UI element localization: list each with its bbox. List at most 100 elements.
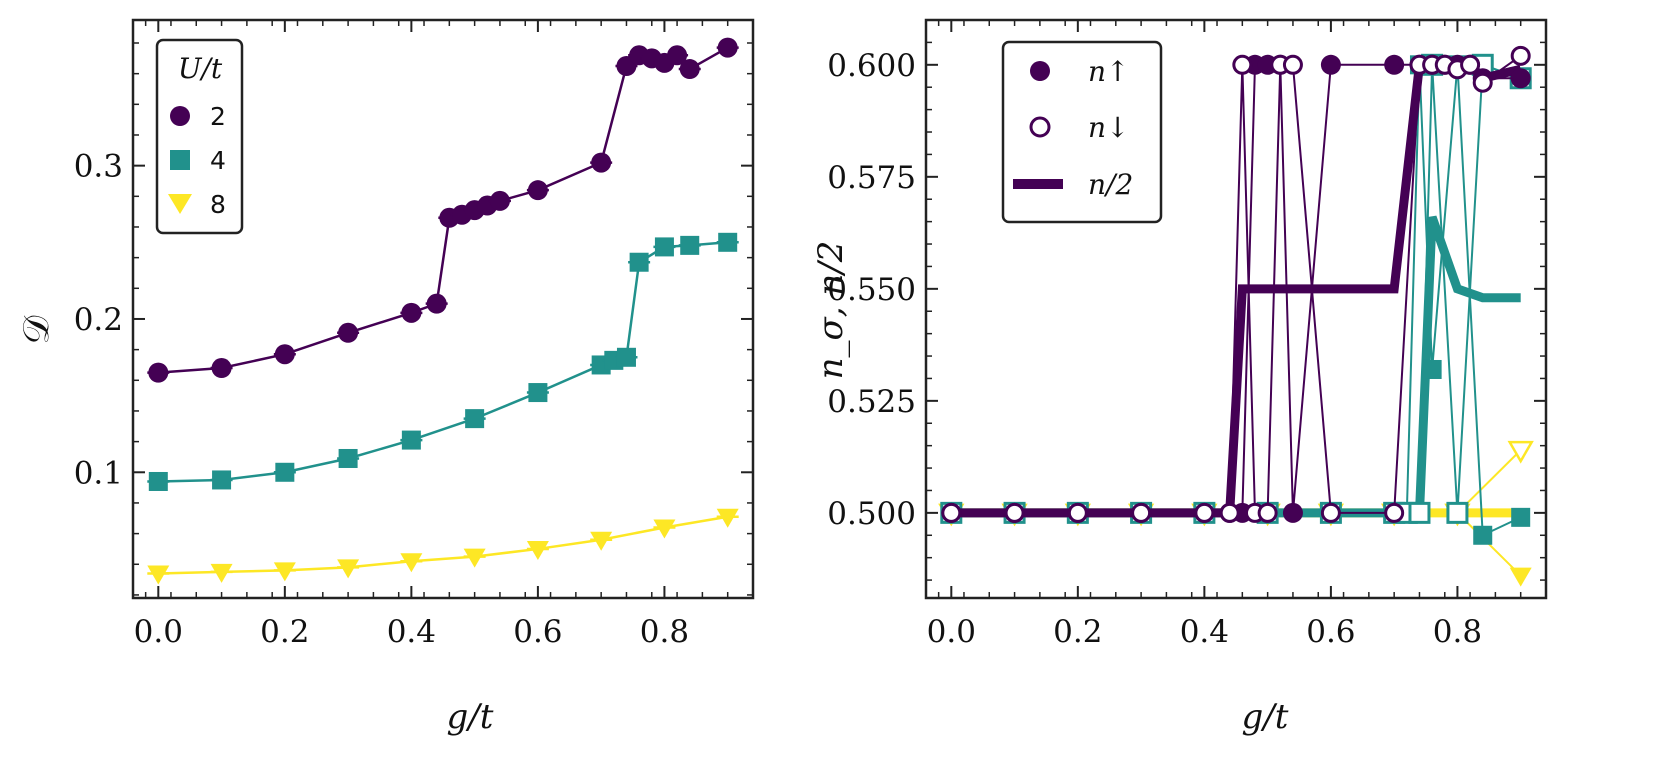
data-point-n-down-u2 (1320, 502, 1341, 523)
data-point-n-up-u4 (1422, 359, 1442, 379)
legend-marker-u2 (170, 106, 190, 126)
data-point-n-up-u8 (1509, 567, 1532, 587)
data-point-u8 (590, 531, 613, 551)
x-tick-label: 0.8 (640, 614, 689, 650)
data-point-u2 (338, 322, 359, 343)
left-y-axis-label: 𝒟 (16, 315, 57, 344)
data-point-u8 (716, 508, 739, 528)
x-tick-label: 0.2 (1053, 614, 1102, 650)
data-point-n-down-u2 (1257, 502, 1278, 523)
x-tick-label: 0.6 (513, 614, 562, 650)
right-y-axis-label: n_σ, n/2 (811, 241, 851, 380)
data-point-u8 (653, 519, 676, 539)
data-point-n-down-u4 (1408, 501, 1431, 524)
data-point-u4 (654, 237, 674, 257)
data-point-n-down-u2 (1219, 502, 1240, 523)
data-point-u4 (629, 252, 649, 272)
legend-label-n-up: n↑ (1088, 55, 1130, 88)
right-legend-frame (1001, 40, 1163, 224)
legend-marker-n-up (1030, 61, 1050, 81)
data-point-n-down-u2 (1004, 502, 1025, 523)
data-point-n-up-u4 (1511, 507, 1531, 527)
data-point-u8 (526, 540, 549, 560)
legend-label-u8: 8 (210, 190, 226, 219)
series-line-u8 (158, 515, 728, 575)
data-point-u8 (147, 565, 170, 585)
y-tick-label: 0.550 (827, 272, 916, 308)
data-point-u4 (616, 347, 636, 367)
legend-label-u2: 2 (210, 102, 226, 131)
series-line-n_up-u8 (951, 511, 1522, 577)
data-point-n-down-u8 (1507, 440, 1534, 464)
data-point-u2 (274, 344, 295, 365)
legend-label-u4: 4 (210, 146, 226, 175)
legend-marker-n-down (1029, 116, 1051, 138)
data-point-n-down-u2 (1384, 502, 1405, 523)
right-legend: n↑ n↓ n/2 (1001, 40, 1163, 224)
data-point-u4 (212, 470, 232, 490)
y-tick-label: 0.3 (74, 149, 123, 185)
data-point-n-up-u2 (1510, 68, 1531, 89)
data-point-u4 (465, 409, 485, 429)
data-point-n-down-u2 (1282, 54, 1303, 75)
data-point-n-down-u2 (941, 502, 962, 523)
data-point-u4 (718, 232, 738, 252)
y-tick-label: 0.500 (827, 496, 916, 532)
x-tick-label: 0.2 (260, 614, 309, 650)
data-point-n-up-u2 (1282, 502, 1303, 523)
plot-frame (924, 18, 1548, 600)
data-point-u4 (401, 430, 421, 450)
left-x-axis-label: g/t (447, 697, 494, 737)
data-point-n-up-u2 (1384, 54, 1405, 75)
data-point-n-down-u4 (1446, 501, 1469, 524)
series-line-u4 (158, 241, 728, 483)
legend-label-n-half: n/2 (1088, 168, 1133, 201)
data-point-n-down-u2 (1131, 502, 1152, 523)
y-tick-label: 0.2 (74, 302, 123, 338)
data-point-u2 (667, 45, 688, 66)
data-point-u2 (717, 37, 738, 58)
data-point-u2 (401, 302, 422, 323)
data-point-n-down-u2 (1460, 54, 1481, 75)
data-point-n-down-u2 (1472, 72, 1493, 93)
y-tick-label: 0.600 (827, 48, 916, 84)
data-point-u8 (463, 548, 486, 568)
y-tick-label: 0.525 (827, 384, 916, 420)
data-point-u2 (591, 152, 612, 173)
data-point-u2 (426, 293, 447, 314)
data-point-u8 (400, 553, 423, 573)
data-point-n-down-u2 (1510, 45, 1531, 66)
data-point-u8 (273, 562, 296, 582)
data-point-u4 (528, 383, 548, 403)
data-point-n-down-u2 (1067, 502, 1088, 523)
data-point-u4 (680, 235, 700, 255)
data-point-n-up-u2 (1320, 54, 1341, 75)
x-tick-label: 0.4 (387, 614, 436, 650)
y-tick-label: 0.1 (74, 455, 123, 491)
y-tick-label: 0.575 (827, 160, 916, 196)
legend-marker-u4 (170, 150, 190, 170)
x-tick-label: 0.4 (1180, 614, 1229, 650)
data-point-u4 (275, 462, 295, 482)
x-tick-label: 0.0 (134, 614, 183, 650)
data-point-u8 (337, 559, 360, 579)
plot-frame (131, 18, 755, 600)
data-point-u2 (148, 362, 169, 383)
panel-double-occupancy: 0.0 0.2 0.4 0.6 0.8 0.1 0.2 0.3 (74, 18, 755, 650)
data-point-u2 (679, 59, 700, 80)
x-tick-label: 0.8 (1433, 614, 1482, 650)
data-point-u2 (527, 180, 548, 201)
left-legend: U/t 2 4 8 (155, 38, 244, 235)
right-x-axis-label: g/t (1242, 697, 1289, 737)
data-point-n-down-u2 (1194, 502, 1215, 523)
data-point-n-down-u2 (1232, 54, 1253, 75)
data-point-u2 (489, 190, 510, 211)
data-point-u4 (338, 448, 358, 468)
left-legend-frame (155, 38, 244, 235)
legend-marker-u8 (168, 194, 192, 214)
data-point-n-up-u4 (1473, 525, 1493, 545)
x-tick-label: 0.0 (927, 614, 976, 650)
data-point-u8 (210, 563, 233, 583)
